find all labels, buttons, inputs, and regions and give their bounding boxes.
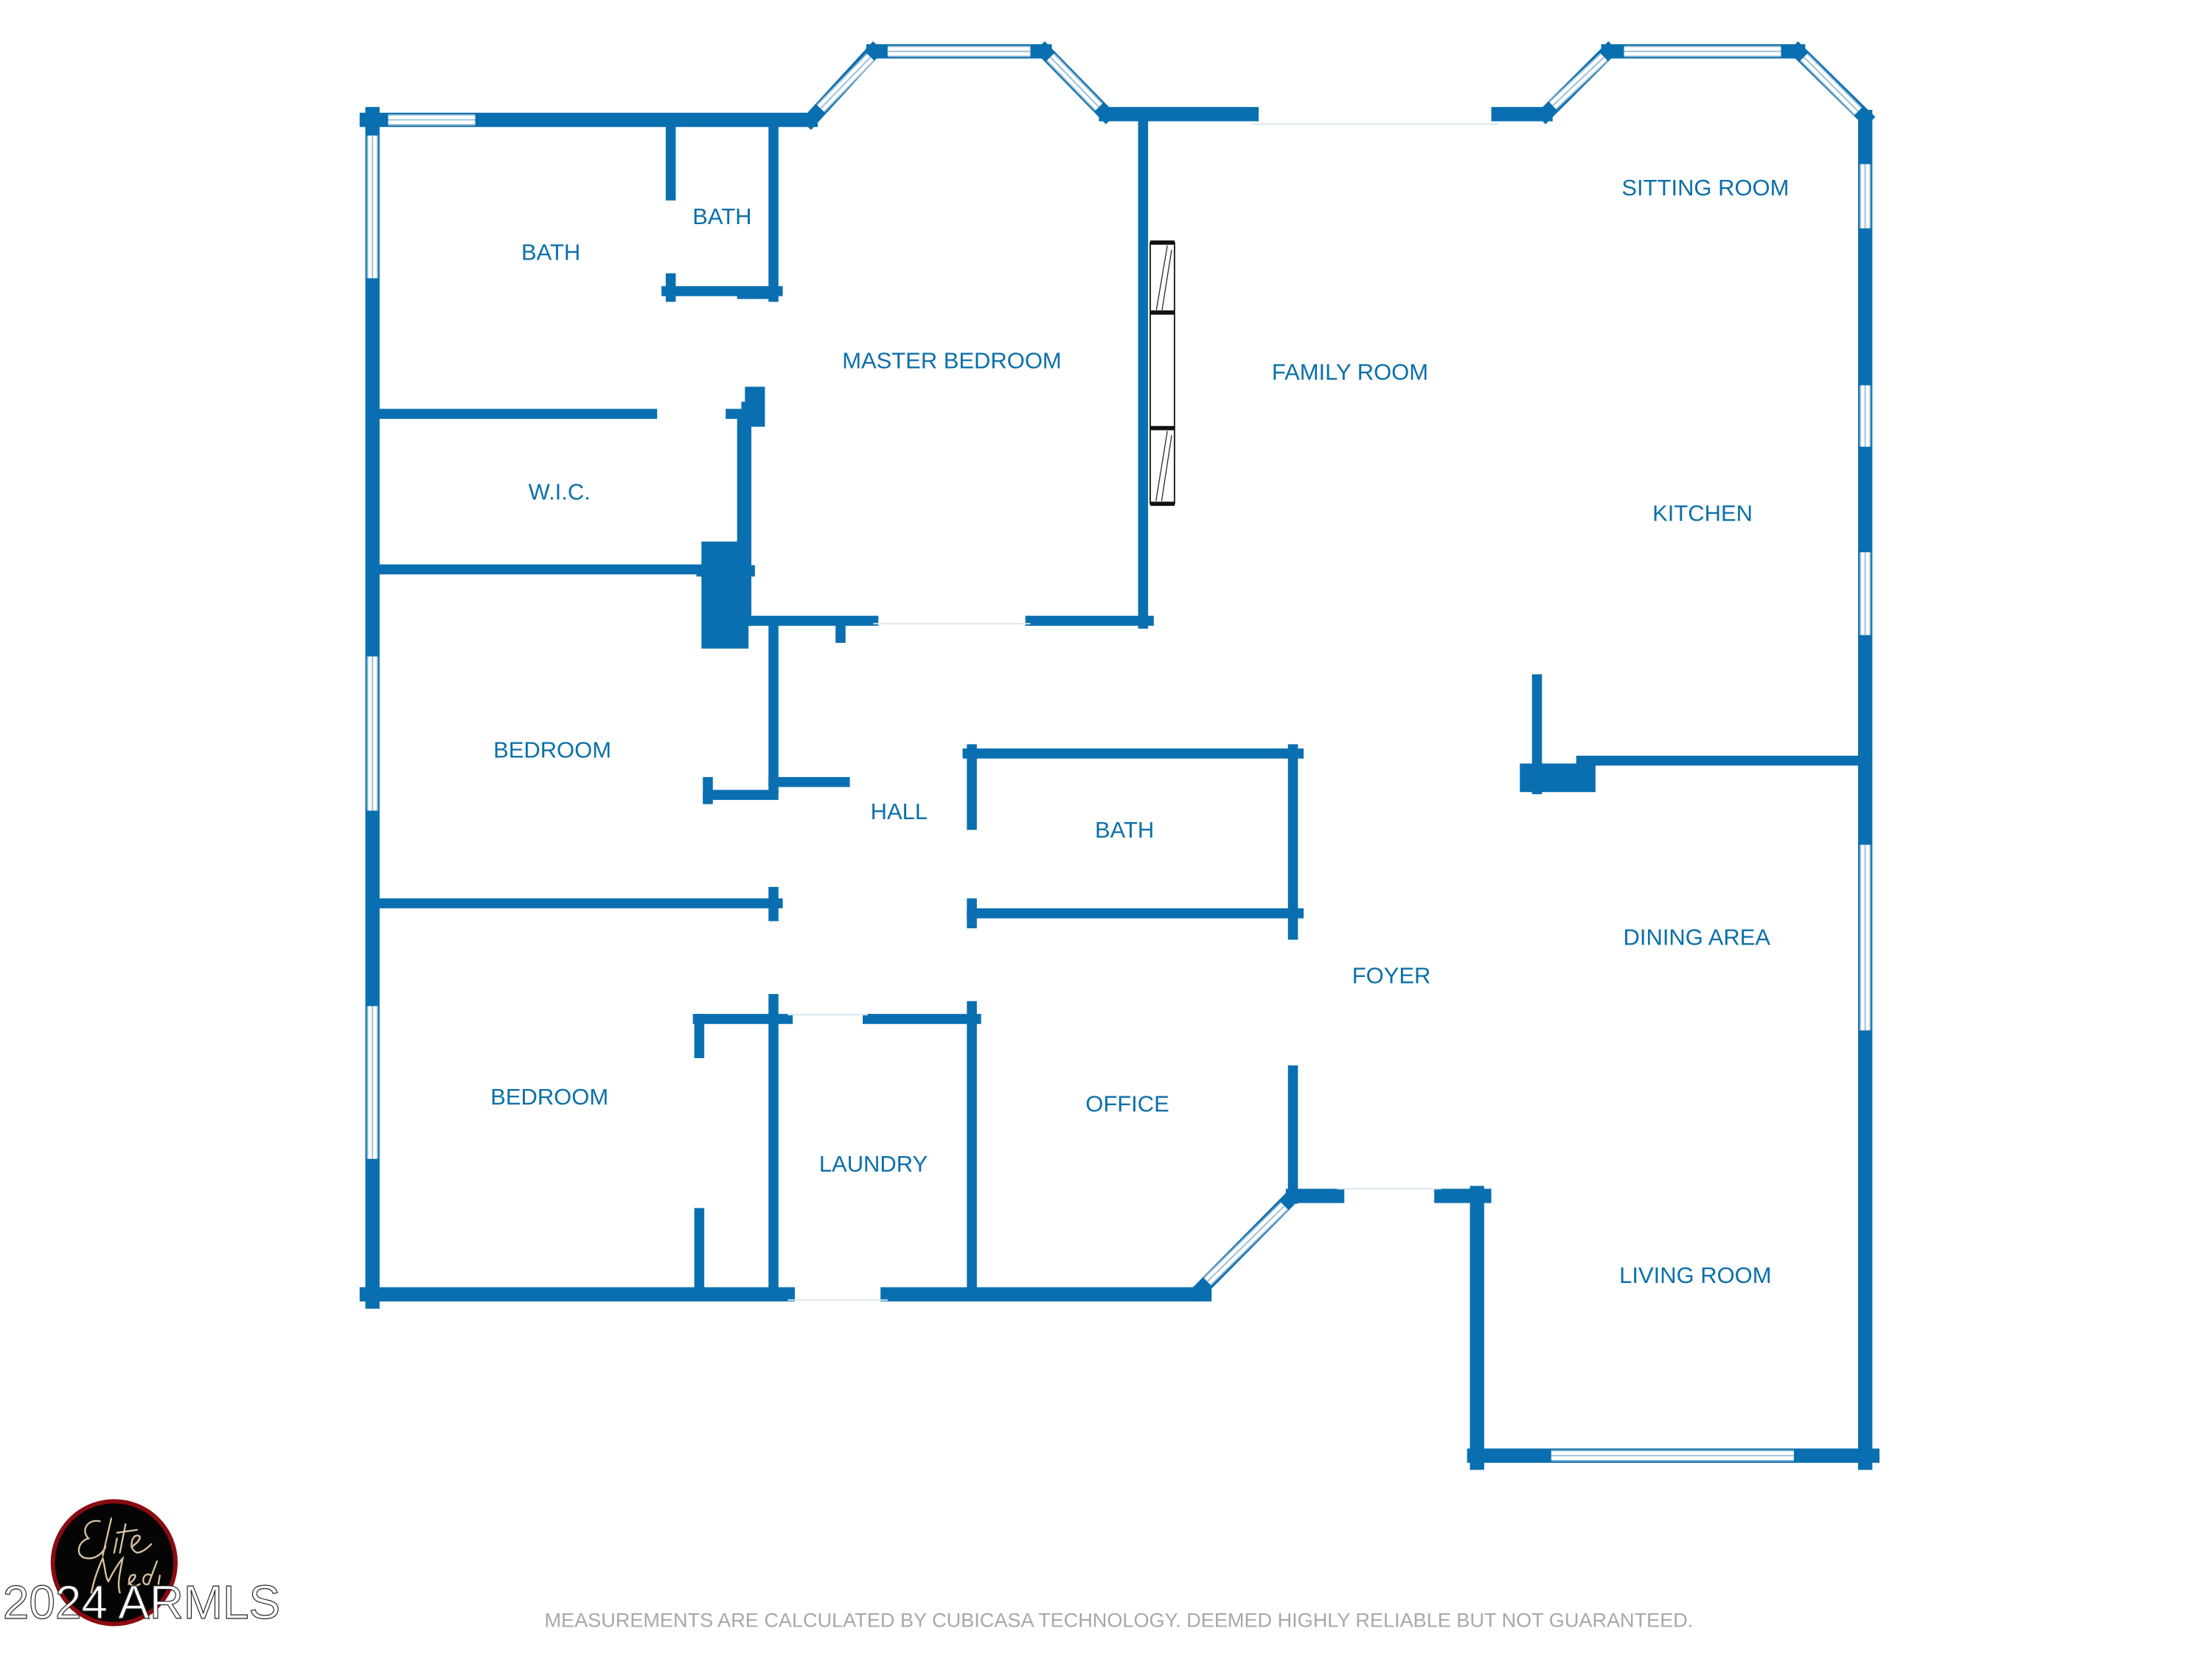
room-label-bath: BATH: [692, 204, 751, 229]
room-label-dining-area: DINING AREA: [1624, 924, 1771, 950]
disclaimer-footer: MEASUREMENTS ARE CALCULATED BY CUBICASA …: [544, 1608, 1693, 1631]
room-label-wic: W.I.C.: [529, 479, 591, 504]
room-label-bath: BATH: [1095, 817, 1154, 843]
window: [1803, 56, 1859, 112]
room-label-family-room: FAMILY ROOM: [1272, 359, 1428, 385]
window: [1049, 56, 1100, 108]
room-label-master-bedroom: MASTER BEDROOM: [842, 347, 1062, 373]
logo-lettering: [77, 1517, 161, 1594]
window: [820, 56, 872, 109]
room-label-bath: BATH: [521, 239, 580, 265]
elite-media-logo: [50, 1499, 178, 1627]
windows: [366, 45, 1871, 1461]
room-label-bedroom: BEDROOM: [490, 1084, 608, 1110]
window: [1206, 1205, 1285, 1282]
room-label-kitchen: KITCHEN: [1652, 500, 1753, 526]
fireplace: [1150, 240, 1175, 507]
room-label-laundry: LAUNDRY: [819, 1151, 928, 1177]
window: [1552, 56, 1605, 106]
room-label-foyer: FOYER: [1352, 963, 1431, 989]
room-label-hall: HALL: [871, 799, 928, 824]
room-label-office: OFFICE: [1085, 1091, 1169, 1117]
room-label-living-room: LIVING ROOM: [1619, 1262, 1771, 1288]
walls: [359, 41, 1880, 1470]
room-label-bedroom: BEDROOM: [493, 737, 611, 763]
armls-watermark: 2024 ARMLS: [3, 1576, 280, 1629]
room-label-sitting-room: SITTING ROOM: [1621, 175, 1789, 201]
